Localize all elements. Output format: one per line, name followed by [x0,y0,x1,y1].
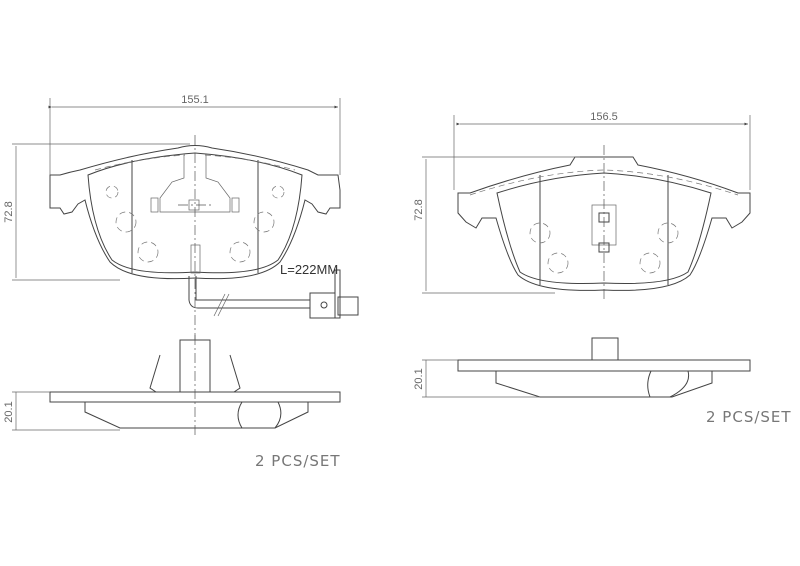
right-height-dimension: 72.8 [413,199,425,220]
right-thickness-dimension: 20.1 [413,368,425,389]
right-width-dimension: 156.5 [590,111,618,123]
left-height-dimension: 72.8 [3,201,15,222]
left-thickness-dimension: 20.1 [3,401,15,422]
left-pad-side-view: 20.1 2 PCS/SET [3,335,341,470]
right-pad-side-view: 20.1 2 PCS/SET [413,337,792,426]
left-width-dimension: 155.1 [181,94,209,106]
right-quantity-label: 2 PCS/SET [706,408,792,426]
left-quantity-label: 2 PCS/SET [255,452,341,470]
left-pad-front-view: L=222MM 155.1 72.8 [3,94,359,340]
right-pad-front-view: 156.5 72.8 [413,111,751,300]
sensor-length-label: L=222MM [280,262,338,277]
wear-sensor [188,244,359,319]
